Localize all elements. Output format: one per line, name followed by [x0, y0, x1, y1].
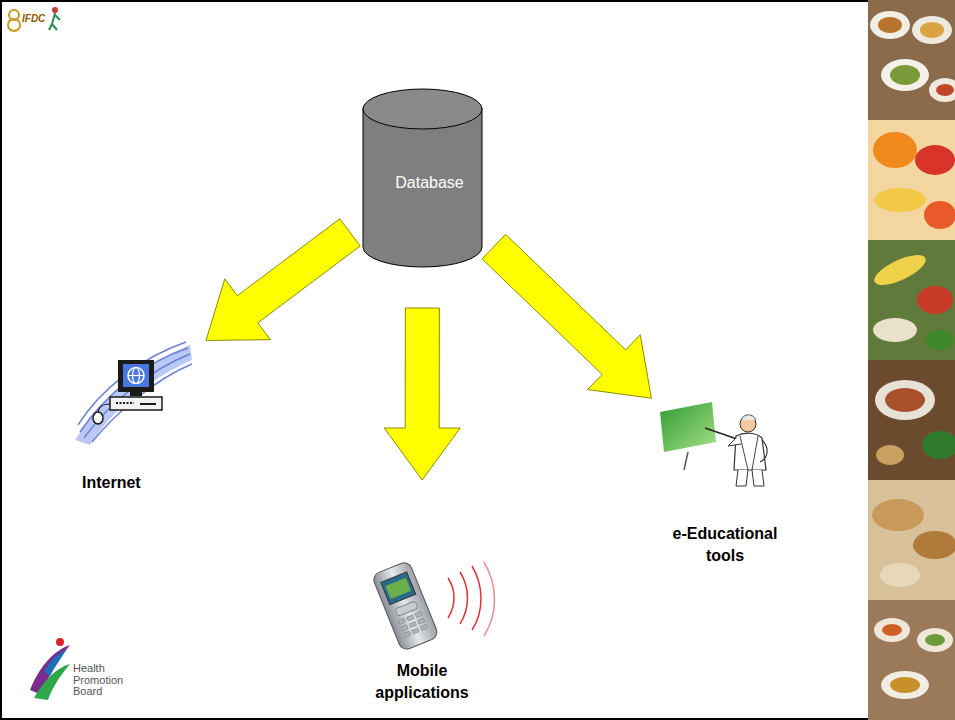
organisation-logo-text: Health Promotion Board — [73, 663, 133, 698]
food-photo-strip — [868, 0, 955, 720]
node-label: Mobile applications — [362, 660, 482, 705]
node-label: Internet — [82, 472, 200, 494]
node-label: Database — [376, 172, 483, 194]
hpb-logo — [30, 638, 70, 700]
logo-text: IFDC — [22, 13, 62, 24]
teacher-icon — [660, 402, 767, 486]
internet-icon — [75, 342, 192, 445]
node-label: e-Educational tools — [660, 523, 790, 568]
block-arrow — [384, 308, 460, 480]
cylinder-body — [363, 108, 482, 267]
block-arrow — [482, 234, 651, 398]
block-arrow — [206, 219, 360, 341]
internet-node: Internet — [72, 335, 202, 499]
mobile-node: Mobile applications — [332, 540, 512, 709]
e-education-node: e-Educational tools — [655, 395, 795, 572]
cylinder-top — [363, 89, 482, 129]
database-cylinder: Database — [362, 88, 483, 268]
mobile-phone-icon — [371, 560, 494, 651]
